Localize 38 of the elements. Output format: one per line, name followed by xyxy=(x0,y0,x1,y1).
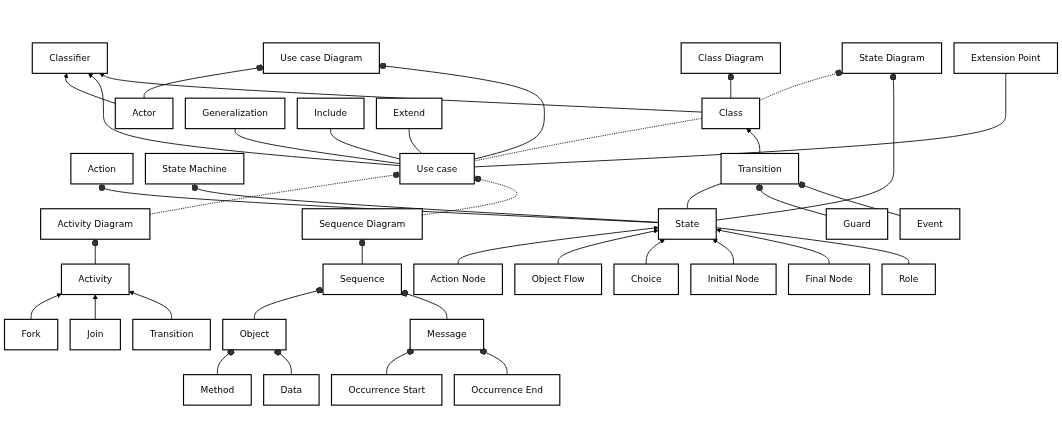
node-box: Sequence xyxy=(322,263,402,296)
node-box: Extend xyxy=(375,97,443,130)
node-box: Fork xyxy=(3,318,59,351)
node-box: Transition xyxy=(132,318,211,351)
node-box: State Machine xyxy=(144,152,245,185)
node-box: Transition xyxy=(720,152,800,185)
node-box: Generalization xyxy=(184,97,286,130)
node-box: Object Flow xyxy=(514,263,603,296)
node-box: Extension Point xyxy=(953,42,1059,74)
connector xyxy=(686,183,722,210)
node-box: Occurrence End xyxy=(453,374,561,406)
node-box: Role xyxy=(881,263,936,296)
node-box: Include xyxy=(296,97,365,130)
node-box: Object xyxy=(222,318,287,351)
node-box: Action Node xyxy=(413,263,503,296)
node-box: Join xyxy=(69,318,121,351)
node-box: Activity xyxy=(60,263,130,296)
node-box: Action xyxy=(70,152,134,185)
node-box: Initial Node xyxy=(690,263,777,296)
node-box: Activity Diagram xyxy=(40,208,151,240)
node-box: Choice xyxy=(613,263,679,296)
node-box: Class xyxy=(701,97,761,130)
node-box: Class Diagram xyxy=(680,42,781,74)
node-box: Classifier xyxy=(31,42,108,74)
node-box: Use case xyxy=(399,152,475,185)
node-box: Actor xyxy=(114,97,174,130)
node-box: Message xyxy=(409,318,485,351)
node-box: Use case Diagram xyxy=(262,42,380,74)
node-box: Sequence Diagram xyxy=(301,208,423,240)
node-box: State Diagram xyxy=(841,42,943,74)
node-box: Guard xyxy=(825,208,889,240)
node-box: State xyxy=(657,208,717,240)
node-box: Occurrence Start xyxy=(330,374,443,406)
connector xyxy=(408,128,423,154)
node-box: Data xyxy=(263,374,320,406)
node-box: Final Node xyxy=(787,263,871,296)
node-box: Event xyxy=(899,208,961,240)
node-box: Method xyxy=(182,374,252,406)
